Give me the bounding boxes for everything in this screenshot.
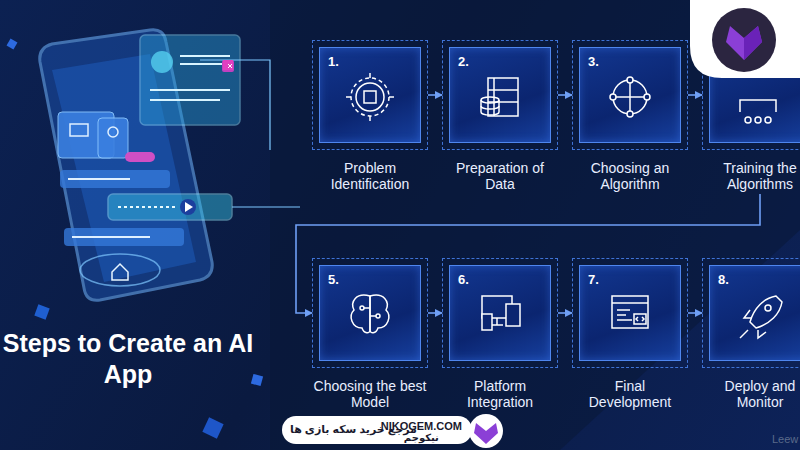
step-label: Training the Algorithms xyxy=(702,160,800,192)
diagram-title: Steps to Create an AI App xyxy=(2,328,254,390)
step-box: 1. xyxy=(319,47,421,143)
step-number: 2. xyxy=(458,54,469,69)
step-box: 2. xyxy=(449,47,551,143)
step-label: Preparation of Data xyxy=(442,160,558,192)
step-label: Problem Identification xyxy=(312,160,428,192)
flow-arrow xyxy=(558,94,572,96)
step-number: 5. xyxy=(328,272,339,287)
step-frame: 5. xyxy=(312,258,428,368)
flow-arrow xyxy=(558,312,572,314)
step-box: 5. xyxy=(319,265,421,361)
step-frame: 3. xyxy=(572,40,688,150)
step-box: 6. xyxy=(449,265,551,361)
watermark-text: مرجع خرید سکه بازی ها xyxy=(290,423,417,436)
step-node: 1. Problem Identification xyxy=(312,40,428,192)
flow-arrow xyxy=(688,94,702,96)
step-label: Choosing an Algorithm xyxy=(572,160,688,192)
step-label: Final Development xyxy=(572,378,688,410)
logo-circle xyxy=(469,414,503,448)
step-number: 6. xyxy=(458,272,469,287)
step-frame xyxy=(702,40,800,150)
step-number: 8. xyxy=(718,272,729,287)
step-frame: 8. xyxy=(702,258,800,368)
phone-illustration xyxy=(7,30,300,439)
flow-arrow xyxy=(688,312,702,314)
step-node: 2. Preparation of Data xyxy=(442,40,558,192)
step-node: Training the Algorithms xyxy=(702,40,800,192)
step-node: 3. Choosing an Algorithm xyxy=(572,40,688,192)
step-label: Platform Integration xyxy=(442,378,558,410)
step-frame: 6. xyxy=(442,258,558,368)
step-box: 3. xyxy=(579,47,681,143)
step-frame: 2. xyxy=(442,40,558,150)
step-node: 7. Final Development xyxy=(572,258,688,410)
corner-watermark: Leew xyxy=(772,433,798,445)
step-node: 5. Choosing the best Model xyxy=(312,258,428,410)
step-number: 7. xyxy=(588,272,599,287)
step-number: 3. xyxy=(588,54,599,69)
step-label: Deploy and Monitor xyxy=(702,378,800,410)
watermark-pill xyxy=(282,416,472,444)
watermark-brand: نیکوجم xyxy=(404,432,439,443)
logo-heart xyxy=(474,423,498,444)
step-label: Choosing the best Model xyxy=(312,378,428,410)
step-node: 6. Platform Integration xyxy=(442,258,558,410)
step-frame: 1. xyxy=(312,40,428,150)
flow-arrow xyxy=(428,312,442,314)
step-box: 7. xyxy=(579,265,681,361)
step-node: 8. Deploy and Monitor xyxy=(702,258,800,410)
step-number: 1. xyxy=(328,54,339,69)
step-box xyxy=(709,47,800,143)
flow-arrow xyxy=(428,94,442,96)
step-box: 8. xyxy=(709,265,800,361)
step-frame: 7. xyxy=(572,258,688,368)
